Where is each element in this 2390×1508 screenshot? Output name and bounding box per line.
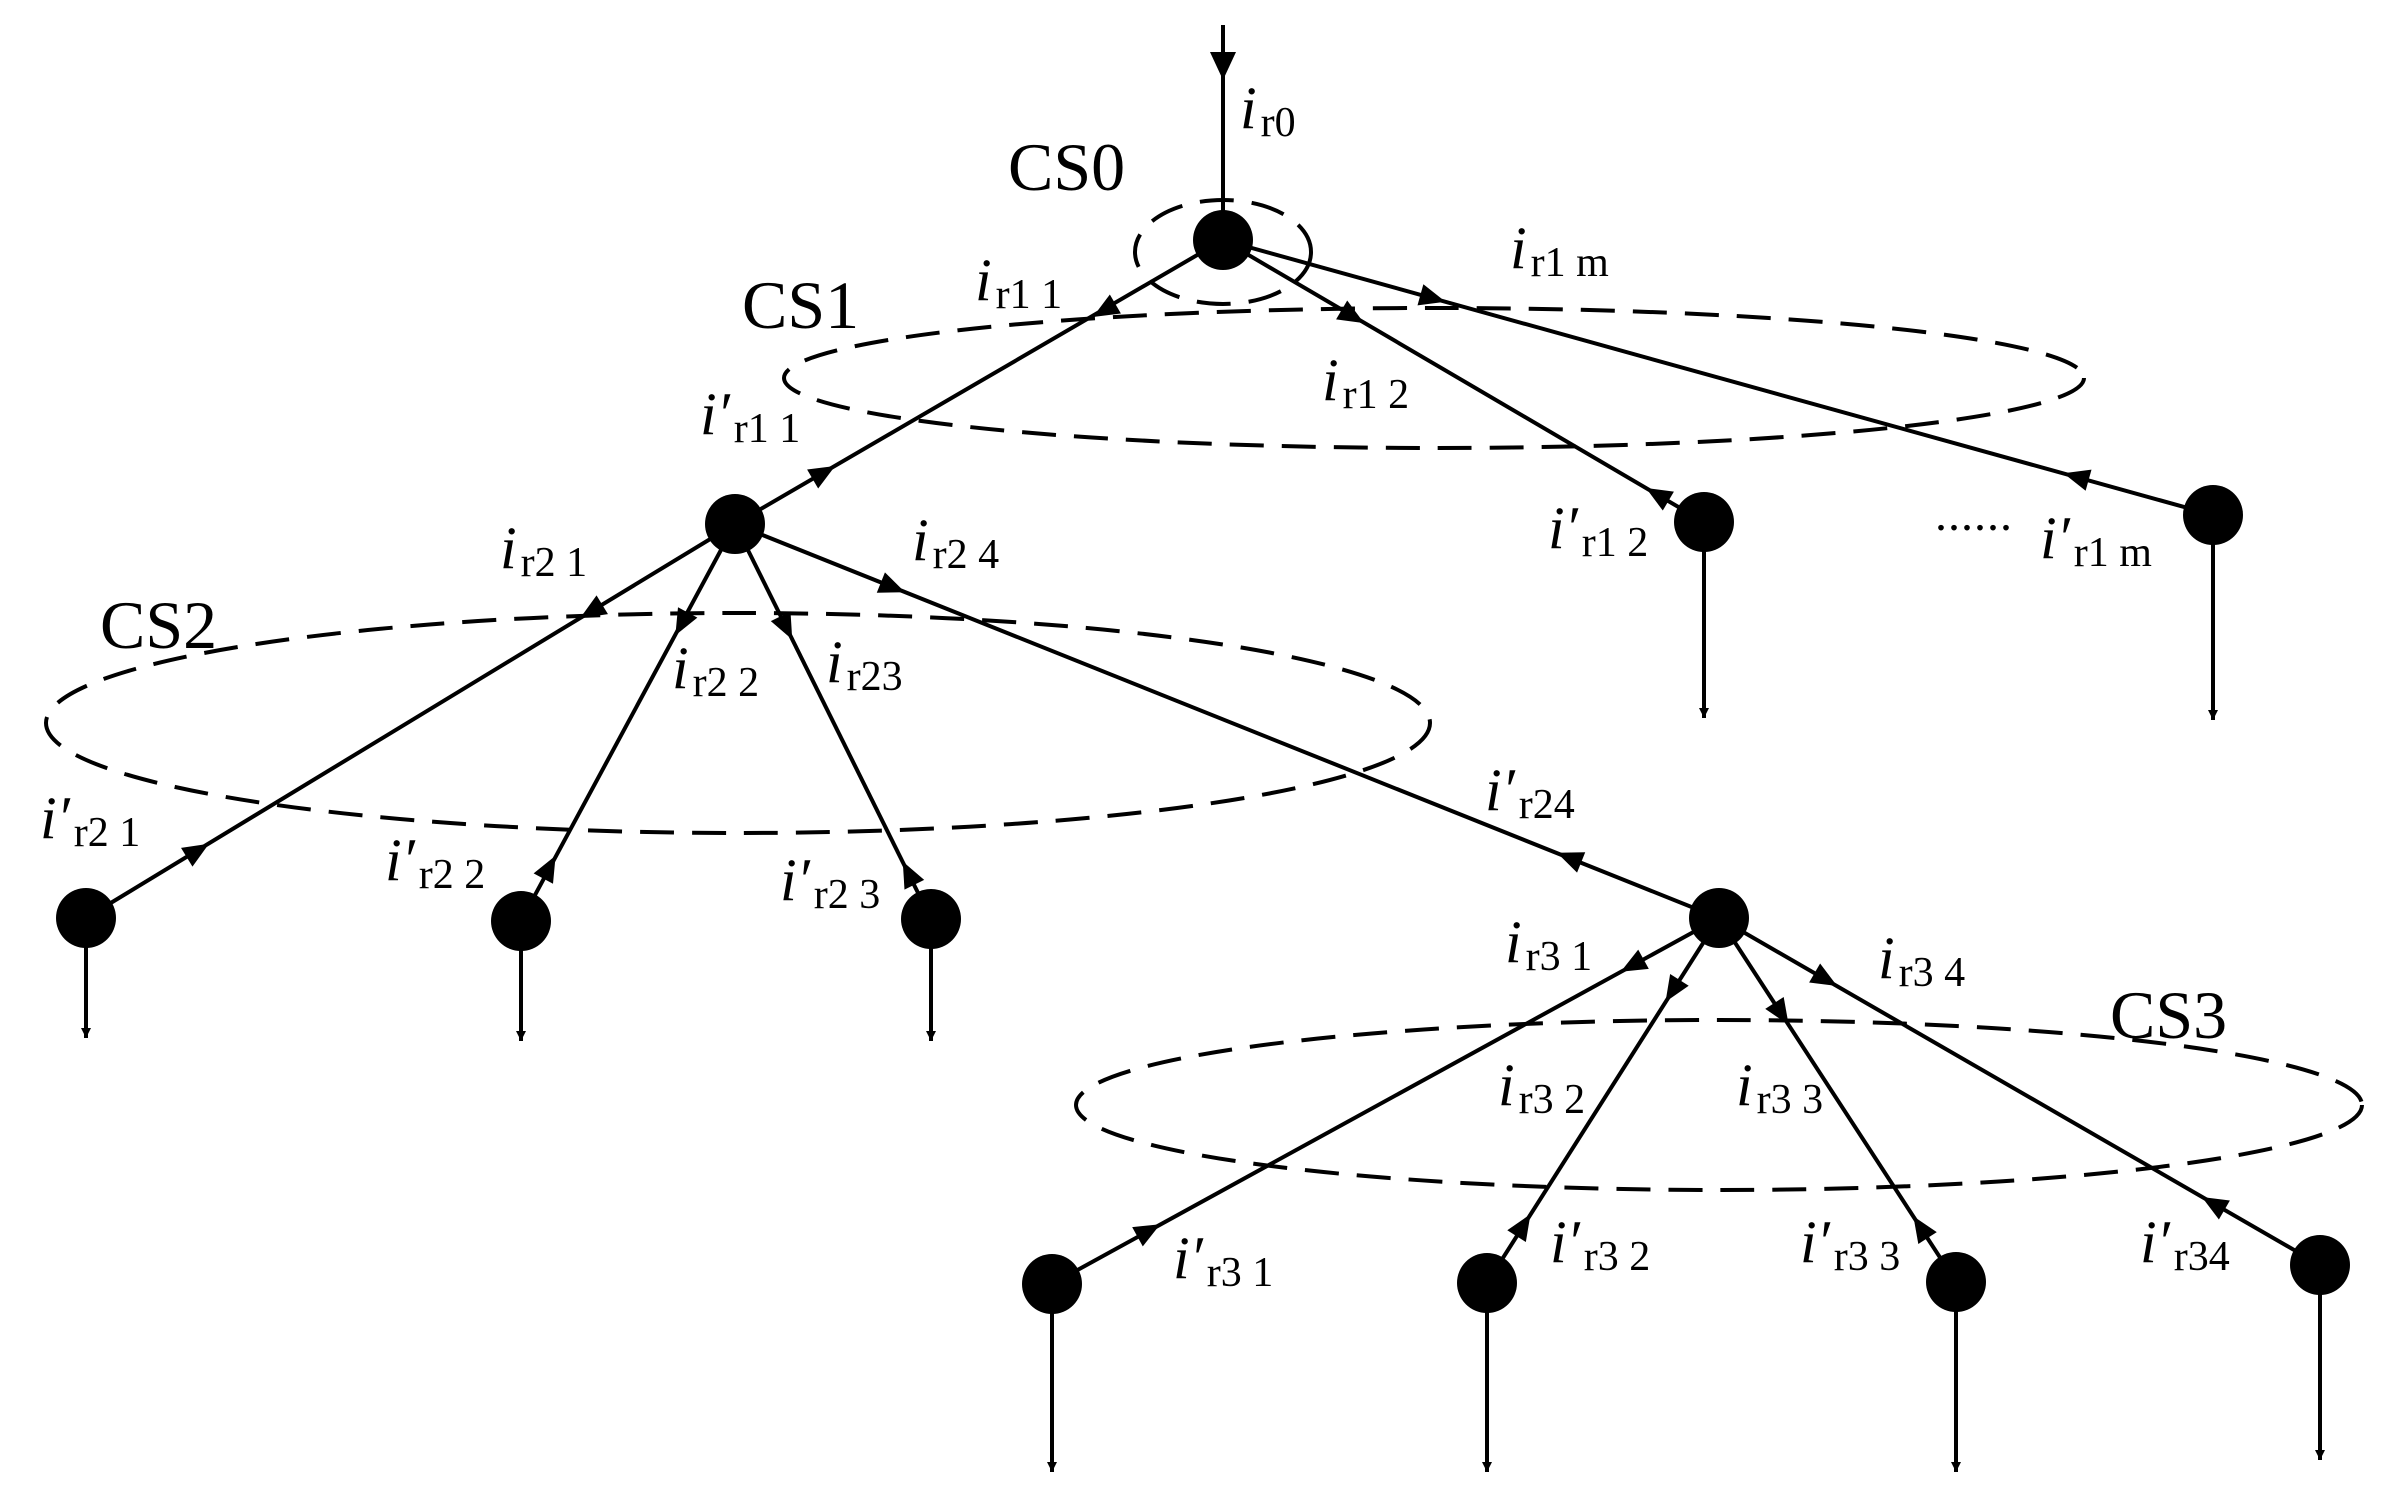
arrowhead-ipr21 [181,843,209,867]
arrowhead-ir33 [1765,996,1789,1025]
nodes [56,210,2350,1314]
node-n12 [1674,492,1734,552]
current-label-ipr24: i′r24 [1485,757,1575,828]
arrowhead-ipr32 [1507,1214,1531,1243]
arrowhead-ir31 [1620,949,1649,972]
arrowhead-ir1m [1417,284,1446,306]
edge-n24-n31 [1051,916,1720,1286]
current-label-ir23: ir23 [826,629,903,700]
current-labels: ir0 ir1 1 ir1 m ir1 2 i′r1 1 i′r1 2 i′r1… [40,75,2230,1296]
current-label-ipr33: i′r3 3 [1800,1209,1900,1280]
current-label-ir12: ir1 2 [1322,347,1409,418]
arrowhead-ipr12 [1645,487,1674,511]
cutset-ellipses [44,198,2364,1192]
edge-n11-n22 [519,523,737,922]
current-label-ir0: ir0 [1240,75,1296,146]
arrowhead-ipr31 [1132,1224,1161,1247]
arrowhead-ipr23 [902,861,925,890]
cutset-label-cs1: CS1 [742,267,859,343]
node-n11 [705,494,765,554]
arrowhead-ipr33 [1913,1216,1937,1245]
cutset-label-cs3: CS3 [2110,977,2227,1053]
current-label-ir21: ir2 1 [500,515,587,586]
leaf-output-arrows [81,515,2325,1472]
node-root [1193,210,1253,270]
arrowhead-ir0 [1210,52,1236,80]
ellipsis-dots: ...... [1935,488,2013,541]
arrowhead-ipr34 [2201,1197,2230,1220]
cutset-labels: CS0 CS1 CS2 CS3 [100,129,2227,1053]
arrowhead-ipr24 [1557,852,1586,873]
direction-arrowheads [181,52,2230,1247]
arrowhead-ipr22 [533,855,556,884]
cutset-ellipse-cs2 [44,611,1432,835]
edge-root-n1m [1222,238,2214,517]
node-n22 [491,891,551,951]
current-label-ir33: ir3 3 [1736,1052,1823,1123]
arrowhead-ipr11 [807,465,836,489]
current-label-ipr11: i′r1 1 [700,381,800,452]
node-n24 [1689,888,1749,948]
current-label-ipr22: i′r2 2 [385,827,485,898]
node-n1m [2183,485,2243,545]
current-label-ipr21: i′r2 1 [40,785,140,856]
arrowhead-ir34 [1809,963,1838,986]
current-label-ir31: ir3 1 [1505,909,1592,980]
current-label-ipr1m: i′r1 m [2040,505,2152,576]
branch-edges [84,25,2322,1286]
node-n34 [2290,1235,2350,1295]
arrowhead-ir21 [580,595,608,619]
cutset-label-cs0: CS0 [1008,129,1125,205]
current-label-ipr23: i′r2 3 [780,847,880,918]
current-label-ir32: ir3 2 [1498,1052,1585,1123]
node-n21 [56,888,116,948]
current-label-ir34: ir3 4 [1878,925,1965,996]
node-n32 [1457,1253,1517,1313]
edge-n11-n23 [733,523,933,920]
current-label-ipr32: i′r3 2 [1550,1209,1650,1280]
current-label-ipr34: i′r34 [2140,1209,2230,1280]
node-n31 [1022,1254,1082,1314]
arrowhead-ir32 [1665,973,1689,1002]
current-label-ipr12: i′r1 2 [1548,495,1648,566]
current-label-ir22: ir2 2 [672,635,759,706]
cutset-ellipse-cs3 [1074,1018,2364,1192]
cutset-label-cs2: CS2 [100,587,217,663]
node-n23 [901,889,961,949]
cutset-ellipse-cs1 [782,306,2086,450]
current-label-ir24: ir2 4 [912,507,999,578]
current-label-ir11: ir1 1 [975,247,1062,318]
edge-root-n12 [1221,238,1706,524]
arrowhead-ir12 [1336,300,1365,324]
arrowhead-ir24 [876,572,905,593]
current-label-ipr31: i′r3 1 [1173,1225,1273,1296]
arrowhead-ir23 [770,611,793,640]
node-n33 [1926,1252,1986,1312]
current-label-ir1m: ir1 m [1510,215,1609,286]
arrowhead-ir22 [675,607,698,636]
arrowhead-ipr1m [2063,469,2092,491]
arrowhead-ir11 [1092,294,1121,318]
